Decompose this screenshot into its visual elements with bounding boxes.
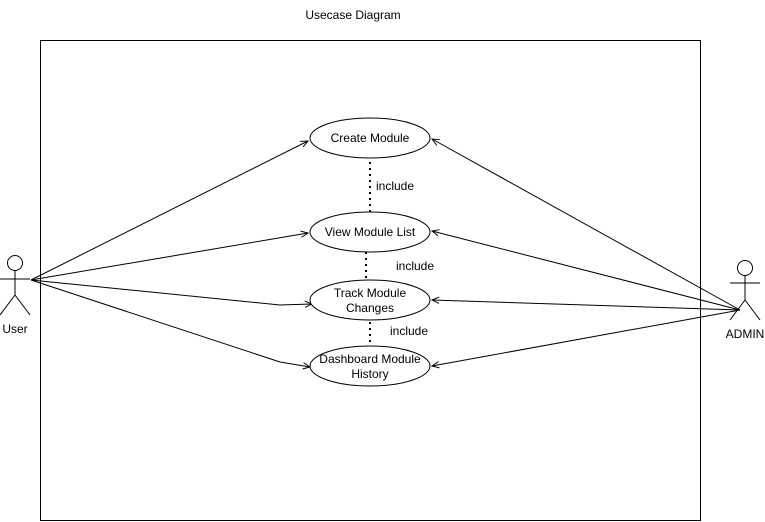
usecase-label: View Module List	[325, 225, 416, 239]
user-to-create-module-line	[30, 141, 308, 281]
stick-figure-icon	[0, 255, 31, 316]
usecase-label-line-1: Dashboard Module	[319, 352, 421, 366]
include-relations	[365, 162, 371, 348]
admin-to-create-module-line	[432, 139, 741, 311]
usecase-label-line-2: History	[351, 367, 388, 381]
admin-to-track-module-changes-line	[432, 300, 741, 311]
usecase-track-module-changes: Track Module Changes	[309, 279, 431, 321]
user-to-track-module-changes-line	[30, 279, 312, 305]
include-label: include	[396, 259, 434, 273]
actor-user	[0, 255, 31, 316]
actor-admin-label: ADMIN	[726, 327, 765, 341]
usecase-view-module-list: View Module List	[309, 211, 431, 253]
usecase-label: Create Module	[331, 131, 410, 145]
user-associations	[30, 141, 312, 367]
diagram-title: Usecase Diagram	[305, 8, 400, 22]
usecase-dashboard-module-history: Dashboard Module History	[309, 345, 431, 387]
stick-figure-icon	[729, 260, 761, 321]
user-to-view-module-list-line	[30, 233, 308, 281]
admin-to-view-module-list-line	[432, 231, 741, 311]
user-to-dashboard-module-history-line	[30, 279, 310, 367]
include-label: include	[390, 324, 428, 338]
admin-associations	[432, 139, 741, 366]
actor-user-label: User	[2, 322, 27, 336]
usecase-label-line-1: Track Module	[334, 286, 407, 300]
usecase-label-line-2: Changes	[346, 301, 394, 315]
actor-admin	[729, 260, 761, 321]
admin-to-dashboard-module-history-line	[432, 309, 741, 366]
usecase-create-module: Create Module	[309, 117, 431, 159]
include-label: include	[376, 179, 414, 193]
